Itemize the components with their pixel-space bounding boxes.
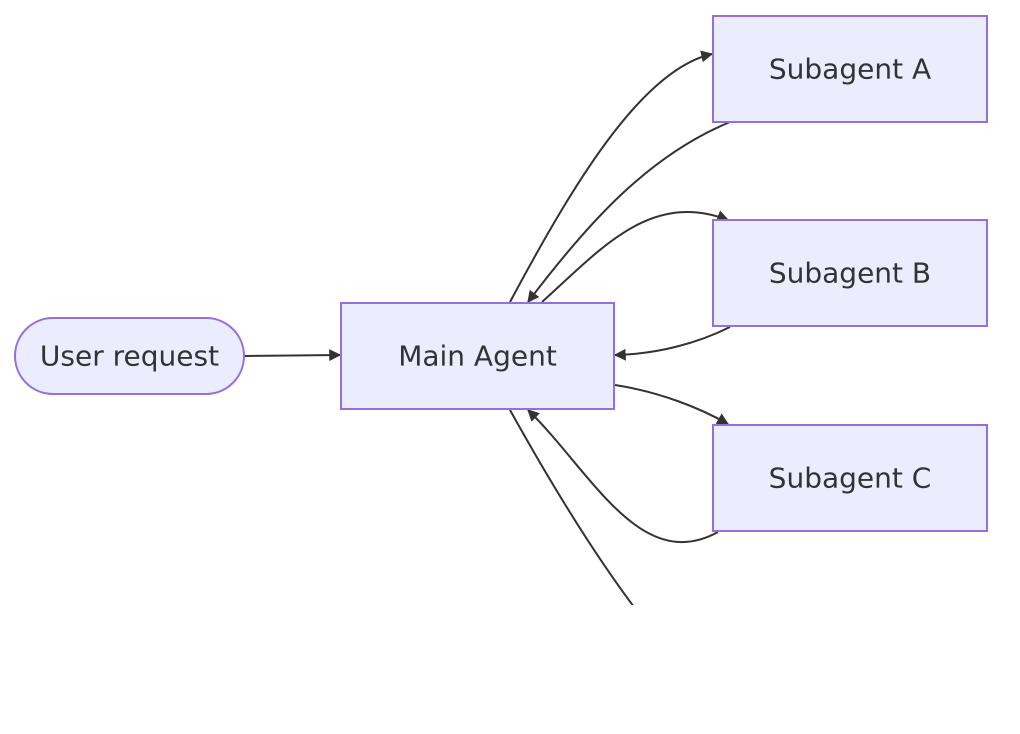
node-subagent-b-label: Subagent B <box>769 257 931 290</box>
node-user-request-shape <box>14 317 245 395</box>
node-subagent-b-shape <box>712 219 988 327</box>
node-main-agent[interactable]: Main Agent <box>340 302 615 410</box>
edge-fade-overlay <box>630 605 690 734</box>
node-subagent-a-shape <box>712 15 988 123</box>
node-subagent-a[interactable]: Subagent A <box>712 15 988 123</box>
node-subagent-c[interactable]: Subagent C <box>712 424 988 532</box>
edge-subagent-c-to-main <box>527 409 719 544</box>
edge-subagent-b-to-main <box>613 326 731 361</box>
edge-subagent-a-to-main <box>527 121 731 303</box>
edge-user-to-main <box>244 349 342 362</box>
node-subagent-c-label: Subagent C <box>769 462 932 495</box>
edge-main-to-subagent-b <box>541 210 730 303</box>
node-main-agent-label: Main Agent <box>398 340 557 373</box>
node-subagent-b[interactable]: Subagent B <box>712 219 988 327</box>
node-subagent-a-label: Subagent A <box>769 53 931 86</box>
edge-main-to-subagent-c <box>614 384 730 425</box>
edges <box>244 50 731 734</box>
node-user-request[interactable]: User request <box>14 317 245 395</box>
edge-main-to-subagent-a <box>509 50 714 303</box>
node-main-agent-shape <box>340 302 615 410</box>
node-user-request-label: User request <box>40 340 219 373</box>
node-subagent-c-shape <box>712 424 988 532</box>
